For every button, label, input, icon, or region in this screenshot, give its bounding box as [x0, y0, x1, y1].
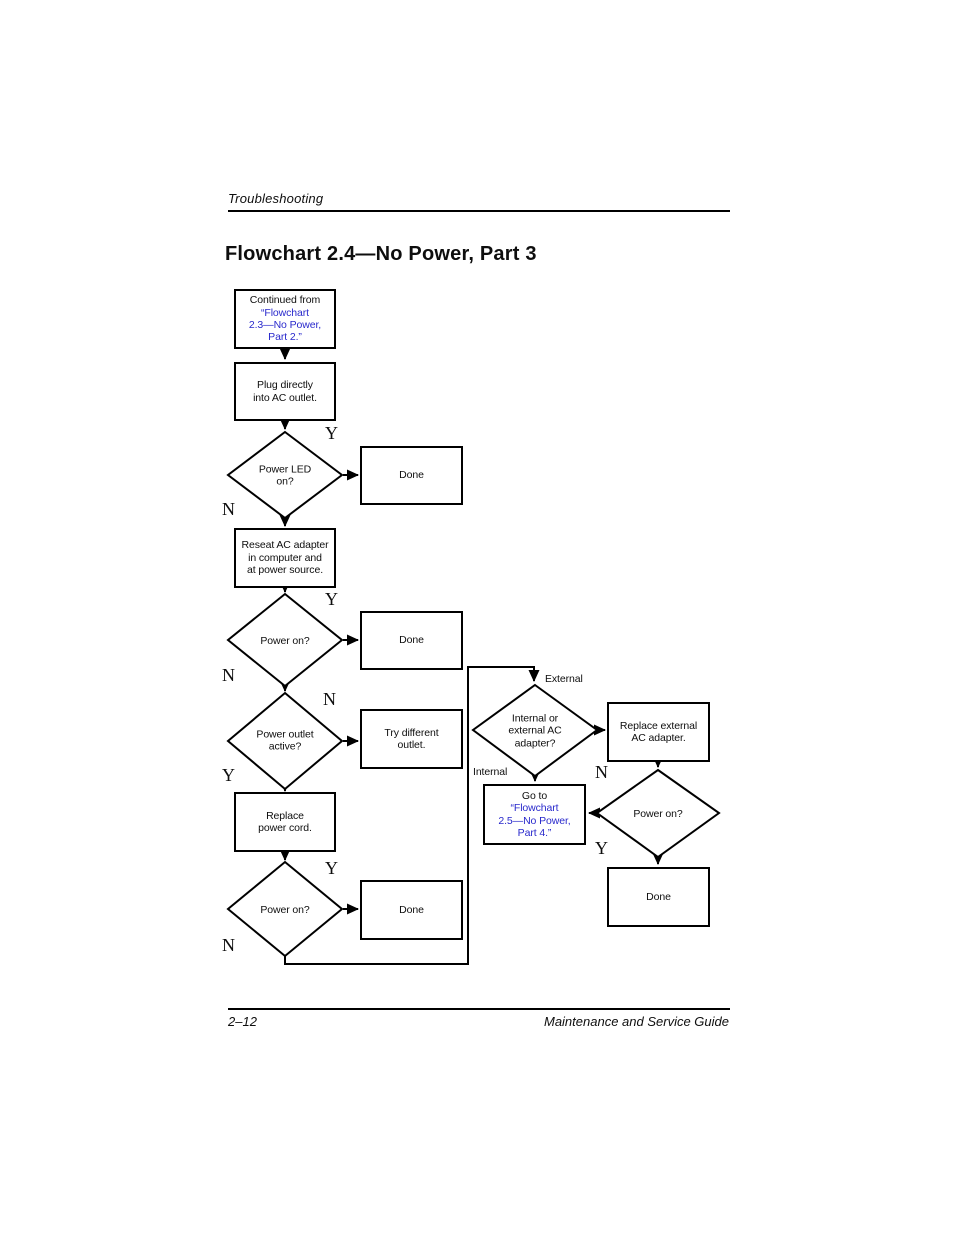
link-flowchart-2-5[interactable]: “Flowchart 2.5—No Power, Part 4.”: [498, 802, 571, 839]
decision-shape-power-on-1: [226, 592, 344, 688]
decision-shape-power-on-2: [226, 860, 344, 958]
edge-label-yes-powerled: Y: [325, 423, 338, 443]
node-done-4: Done: [607, 867, 710, 927]
decision-shape-power-on-3: [595, 768, 721, 859]
node-reseat-ac-adapter-text: Reseat AC adapter in computer and at pow…: [241, 539, 329, 577]
node-done-4-text: Done: [646, 890, 671, 903]
node-try-different-outlet-text: Try different outlet.: [384, 726, 439, 751]
node-continued-from-text: Continued from: [249, 294, 321, 307]
edge-label-yes-outlet: Y: [222, 765, 235, 785]
node-goto-flowchart-2-5: Go to “Flowchart 2.5—No Power, Part 4.”: [483, 784, 586, 845]
node-plug-into-ac-outlet-text: Plug directly into AC outlet.: [253, 379, 317, 404]
edge-label-yes-poweron3: Y: [595, 838, 608, 858]
decision-shape-power-led: [226, 430, 344, 520]
decision-power-on-3-text: Power on?: [633, 807, 683, 820]
node-done-3: Done: [360, 880, 463, 940]
node-done-2-text: Done: [399, 634, 424, 647]
decision-power-led-text: Power LED on?: [258, 463, 312, 488]
decision-power-on-2-text: Power on?: [260, 903, 310, 916]
running-header: Troubleshooting: [228, 191, 324, 206]
edge-label-no-outlet: N: [323, 689, 336, 709]
node-replace-power-cord-text: Replace power cord.: [258, 809, 312, 834]
node-replace-external-adapter: Replace external AC adapter.: [607, 702, 710, 762]
node-replace-power-cord: Replace power cord.: [234, 792, 336, 852]
node-done-3-text: Done: [399, 903, 424, 916]
node-done-1: Done: [360, 446, 463, 505]
node-goto-text: Go to: [521, 789, 548, 802]
footer-rule: [228, 1008, 730, 1010]
node-continued-from: Continued from “Flowchart 2.3—No Power, …: [234, 289, 336, 349]
decision-outlet-active-text: Power outlet active?: [256, 728, 314, 753]
page-title: Flowchart 2.4—No Power, Part 3: [225, 243, 537, 265]
node-replace-external-adapter-text: Replace external AC adapter.: [619, 719, 698, 744]
header-rule: [228, 210, 730, 212]
edge-label-external: External: [545, 673, 583, 685]
footer-page-number: 2–12: [228, 1014, 257, 1029]
arrow-poweron2-no-to-adaptertype: [284, 666, 540, 965]
decision-shape-outlet-active: [226, 691, 344, 791]
edge-label-yes-poweron1: Y: [325, 589, 338, 609]
node-done-2: Done: [360, 611, 463, 670]
edge-label-no-poweron2: N: [222, 935, 235, 955]
decision-adapter-type-text: Internal or external AC adapter?: [508, 712, 562, 750]
edge-label-yes-poweron2: Y: [325, 858, 338, 878]
node-try-different-outlet: Try different outlet.: [360, 709, 463, 769]
decision-shape-adapter-type: [471, 683, 599, 778]
node-done-1-text: Done: [399, 469, 424, 482]
link-flowchart-2-3[interactable]: “Flowchart 2.3—No Power, Part 2.”: [248, 306, 322, 344]
edge-label-no-poweron3: N: [595, 762, 608, 782]
decision-power-on-1-text: Power on?: [260, 634, 310, 647]
edge-label-internal: Internal: [473, 766, 508, 778]
node-plug-into-ac-outlet: Plug directly into AC outlet.: [234, 362, 336, 421]
footer-doc-title: Maintenance and Service Guide: [543, 1014, 729, 1029]
node-reseat-ac-adapter: Reseat AC adapter in computer and at pow…: [234, 528, 336, 588]
edge-label-no-powerled: N: [222, 499, 235, 519]
edge-label-no-poweron1: N: [222, 665, 235, 685]
